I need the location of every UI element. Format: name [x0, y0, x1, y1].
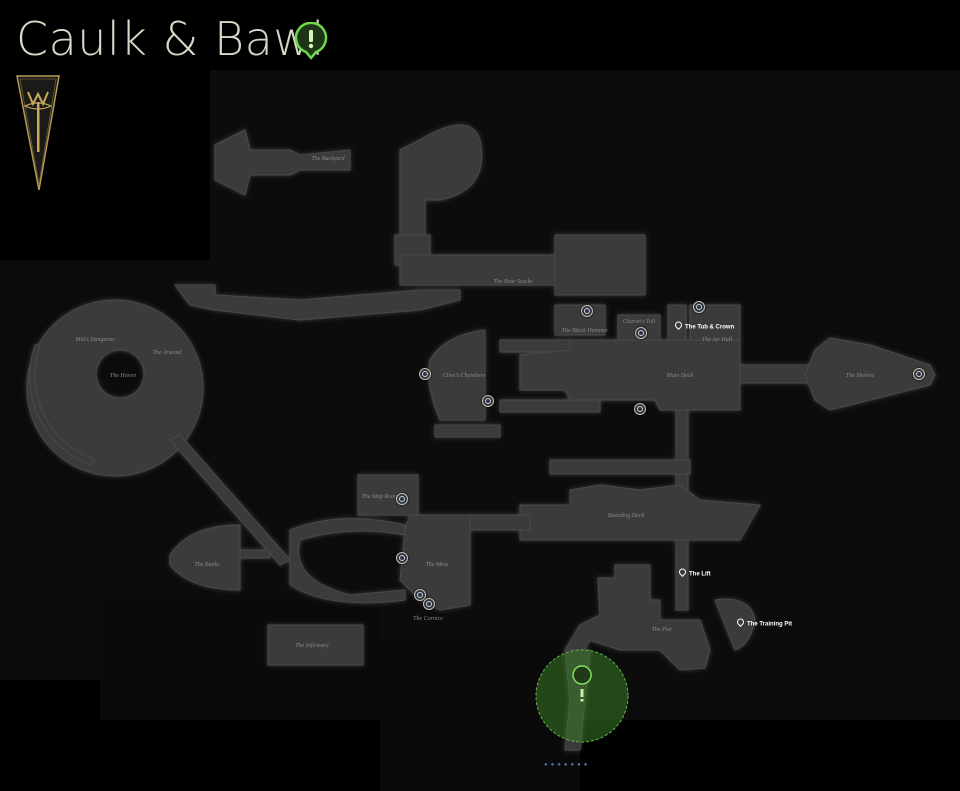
- map-pin-icon: [735, 617, 746, 627]
- room-label-arsenal: The Arsenal: [152, 350, 182, 356]
- room-label-map-room: The Map Room: [361, 494, 399, 500]
- room-label-banks: The Banks: [194, 562, 220, 568]
- room-label-boarding-deck: Boarding Deck: [607, 513, 645, 519]
- poi-lift[interactable]: The Lift: [677, 567, 711, 578]
- room-label-mids-dungeons: Mid's Dungeons: [75, 337, 115, 343]
- room-label-mess: The Mess: [425, 562, 449, 568]
- room-label-charons-toll: Charon's Toll: [622, 319, 656, 325]
- npc-marker-icon[interactable]: [414, 589, 426, 601]
- npc-marker-icon[interactable]: [693, 301, 705, 313]
- poi-tub-crown[interactable]: The Tub & Crown: [673, 320, 734, 331]
- room-label-haven: The Haven: [109, 373, 137, 379]
- hideaway-banner-emblem: [16, 75, 60, 191]
- room-label-cornice: The Cornice: [413, 616, 443, 622]
- room-label-air-hall: The Air Hall: [701, 337, 733, 343]
- map-pin-icon: [677, 567, 688, 577]
- page-title: Caulk & Bawl: [16, 12, 325, 66]
- room-label-rear-stacks: The Rear Stacks: [493, 279, 533, 285]
- npc-marker-icon[interactable]: [913, 368, 925, 380]
- room-label-main-deck: Main Deck: [666, 373, 694, 379]
- quest-marker: [572, 665, 592, 702]
- npc-marker-icon[interactable]: [396, 552, 408, 564]
- npc-marker-icon[interactable]: [423, 598, 435, 610]
- page-indicator-dots: ●●●●●●●: [544, 762, 591, 768]
- poi-training-pit[interactable]: The Training Pit: [735, 617, 792, 628]
- exclamation-quest-icon: [294, 22, 328, 60]
- npc-marker-icon[interactable]: [419, 368, 431, 380]
- map-pin-icon: [673, 320, 684, 330]
- room-label-pier: The Pier: [651, 627, 673, 633]
- room-label-clives-chambers: Clive's Chambers: [442, 373, 486, 379]
- npc-marker-icon[interactable]: [581, 305, 593, 317]
- room-label-shelves: The Shelves: [845, 373, 875, 379]
- npc-marker-icon[interactable]: [635, 327, 647, 339]
- room-label-black-hammer: The Black Hammer: [561, 328, 609, 334]
- room-label-backyard: The Backyard: [311, 156, 345, 162]
- npc-marker-icon[interactable]: [482, 395, 494, 407]
- npc-marker-icon[interactable]: [634, 403, 646, 415]
- room-label-infirmary: The Infirmary: [295, 643, 329, 649]
- npc-marker-icon[interactable]: [396, 493, 408, 505]
